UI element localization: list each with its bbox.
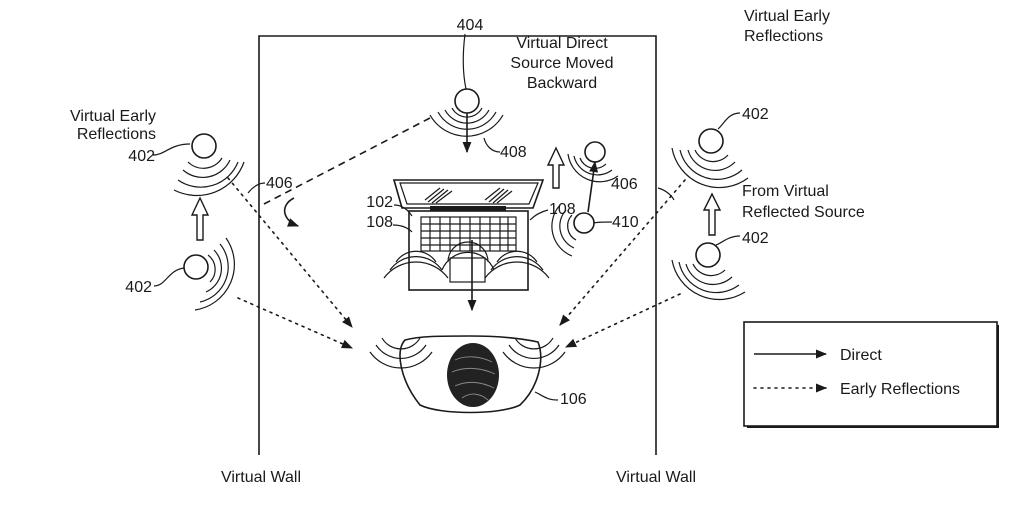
legend: Direct Early Reflections (743, 321, 999, 428)
label-wall-right: Virtual Wall (616, 469, 696, 486)
listener (369, 335, 566, 414)
ref-402-right-bottom: 402 (742, 230, 769, 247)
laptop-hinge (430, 206, 506, 211)
listener-head (447, 343, 499, 407)
ref-406-right: 406 (611, 176, 638, 193)
source-410 (551, 160, 599, 257)
ref-402-left-bottom: 402 (125, 279, 152, 296)
laptop-keyboard (420, 216, 517, 252)
label-direct-2: Source Moved (510, 55, 613, 72)
source-circle (183, 254, 209, 280)
listener-shoulders (399, 335, 542, 414)
virtual-room-outline (258, 35, 657, 455)
virtual-direct-dashed-path (261, 117, 431, 206)
move-up-arrow-right (702, 192, 722, 236)
source-circle (584, 141, 606, 163)
laptop-screen (392, 179, 545, 209)
legend-early-label: Early Reflections (840, 381, 960, 398)
legend-direct-label: Direct (840, 347, 882, 364)
virtual-source-left-top (173, 133, 245, 197)
ref-108-left: 108 (366, 214, 393, 231)
virtual-direct-source (429, 88, 504, 154)
early-reflection-path (564, 293, 681, 348)
move-up-arrow-left (190, 196, 210, 241)
virtual-source-right-bottom (671, 242, 746, 301)
ref-402-right-top: 402 (742, 106, 769, 123)
laptop-trackpad (449, 257, 486, 283)
label-direct-3: Backward (527, 75, 597, 92)
source-circle (454, 88, 480, 114)
early-reflection-path (227, 177, 353, 328)
label-wall-left: Virtual Wall (221, 469, 301, 486)
label-early-left-1: Virtual Early (70, 108, 156, 125)
laptop (383, 179, 550, 312)
ref-406-left: 406 (266, 175, 293, 192)
ref-108-right: 108 (549, 201, 576, 218)
label-reflected-1: From Virtual (742, 183, 829, 200)
move-up-arrow-center (546, 146, 566, 189)
source-circle (191, 133, 217, 159)
curved-arrow (283, 197, 300, 227)
source-circle (695, 242, 721, 268)
label-direct-1: Virtual Direct (516, 35, 608, 52)
ref-402-left-top: 402 (128, 148, 155, 165)
label-early-right-1: Virtual Early (744, 8, 830, 25)
ref-410: 410 (612, 214, 639, 231)
label-early-right-2: Reflections (744, 28, 823, 45)
laptop-base (408, 210, 529, 291)
label-reflected-2: Reflected Source (742, 204, 865, 221)
ref-106: 106 (560, 391, 587, 408)
legend-box (743, 321, 998, 427)
moved-source-top-right (567, 141, 619, 183)
source-circle (573, 212, 595, 234)
virtual-source-left-bottom (183, 237, 235, 311)
label-early-left-2: Reflections (77, 126, 156, 143)
source-circle (698, 128, 724, 154)
ref-404: 404 (457, 17, 484, 34)
virtual-source-right-top (671, 128, 749, 189)
ref-102: 102 (366, 194, 393, 211)
early-reflection-path (237, 297, 354, 349)
ref-408: 408 (500, 144, 527, 161)
early-reflection-path (559, 179, 686, 326)
